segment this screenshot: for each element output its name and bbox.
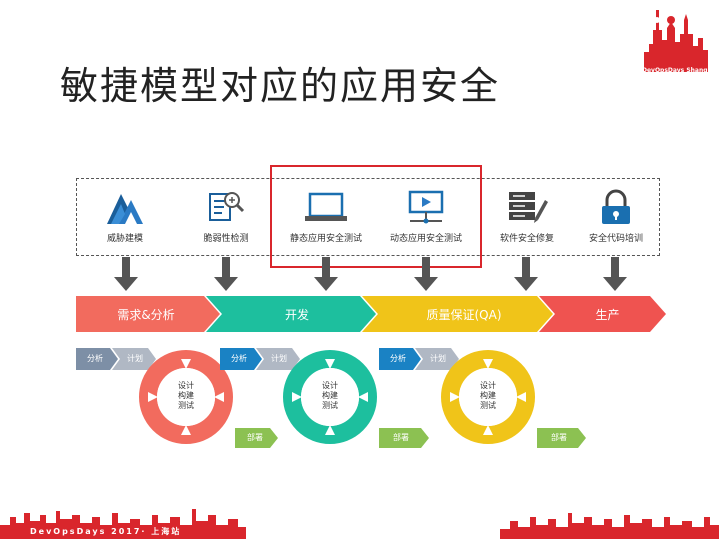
security-tools-panel — [76, 178, 660, 256]
cycle-center-line: 设计 — [178, 381, 194, 390]
deploy-label: 部署 — [393, 433, 409, 442]
phase-chevron-qa — [362, 296, 553, 332]
deploy-tag — [537, 428, 586, 448]
phase-chevron-production — [539, 296, 666, 332]
agile-cycles — [76, 348, 586, 448]
tool-label-threat-model: 威胁建模 — [106, 234, 143, 244]
plan-label: 计划 — [271, 354, 287, 363]
down-arrow-icon — [314, 257, 338, 291]
tool-sast — [304, 188, 348, 232]
tool-dast — [404, 188, 448, 232]
event-logo: DevOpsDays Shanghai — [640, 0, 718, 78]
laptop-icon — [305, 192, 347, 221]
down-arrow-icon — [514, 257, 538, 291]
analyze-label: 分析 — [87, 354, 103, 363]
phase-chevrons — [76, 296, 666, 332]
monitor-play-icon — [408, 190, 444, 224]
analyze-tag — [379, 348, 421, 370]
analyze-label: 分析 — [390, 354, 406, 363]
phase-chevron-requirements — [76, 296, 220, 332]
tool-label-fix: 软件安全修复 — [499, 234, 554, 244]
down-arrow-icon — [214, 257, 238, 291]
down-arrows — [114, 257, 627, 291]
server-fix-icon — [509, 192, 548, 223]
down-arrow-icon — [414, 257, 438, 291]
tool-label-vuln-scan: 脆弱性检测 — [203, 234, 249, 244]
deploy-label: 部署 — [247, 433, 263, 442]
cycle-center-line: 构建 — [178, 391, 194, 400]
down-arrow-icon — [114, 257, 138, 291]
phase-label-requirements: 需求&分析 — [117, 308, 175, 322]
footer-skyline-icon — [0, 509, 719, 539]
tool-vuln-scan — [204, 188, 248, 232]
phase-chevron-development — [206, 296, 376, 332]
plan-label: 计划 — [127, 354, 143, 363]
tool-training — [594, 188, 638, 232]
page-title: 敏捷模型对应的应用安全 — [60, 64, 501, 108]
down-arrow-icon — [603, 257, 627, 291]
plan-tag — [415, 348, 459, 370]
cycle-center-line: 测试 — [178, 401, 194, 410]
lock-icon — [602, 189, 630, 224]
tool-label-training: 安全代码培训 — [588, 234, 643, 244]
tool-fix — [505, 188, 549, 232]
logo-text: DevOpsDays Shanghai — [642, 67, 718, 74]
phase-label-production: 生产 — [595, 308, 620, 322]
cycle-center-line: 构建 — [480, 391, 496, 400]
tool-label-dast: 动态应用安全测试 — [389, 234, 462, 244]
plan-label: 计划 — [430, 354, 446, 363]
phase-label-development: 开发 — [284, 308, 309, 322]
highlight-frame — [270, 165, 482, 268]
cycle-center-line: 测试 — [480, 401, 496, 410]
plan-tag — [112, 348, 156, 370]
deploy-tag — [235, 428, 278, 448]
cycle-center-line: 设计 — [322, 381, 338, 390]
tool-label-sast: 静态应用安全测试 — [289, 234, 362, 244]
cycle-center-line: 设计 — [480, 381, 496, 390]
phase-label-qa: 质量保证(QA) — [426, 308, 502, 322]
shanghai-skyline-logo-icon — [644, 10, 708, 72]
cycle-center-line: 测试 — [322, 401, 338, 410]
analyze-label: 分析 — [231, 354, 247, 363]
plan-tag — [256, 348, 300, 370]
analyze-tag — [220, 348, 262, 370]
vulnerability-scan-icon — [209, 192, 245, 221]
tool-threat-model — [103, 188, 147, 232]
threat-model-icon — [107, 194, 143, 224]
analyze-tag — [76, 348, 118, 370]
deploy-tag — [379, 428, 429, 448]
footer-text: DevOpsDays 2017· 上海站 — [30, 527, 182, 536]
cycle-center-line: 构建 — [322, 391, 338, 400]
deploy-label: 部署 — [551, 433, 567, 442]
